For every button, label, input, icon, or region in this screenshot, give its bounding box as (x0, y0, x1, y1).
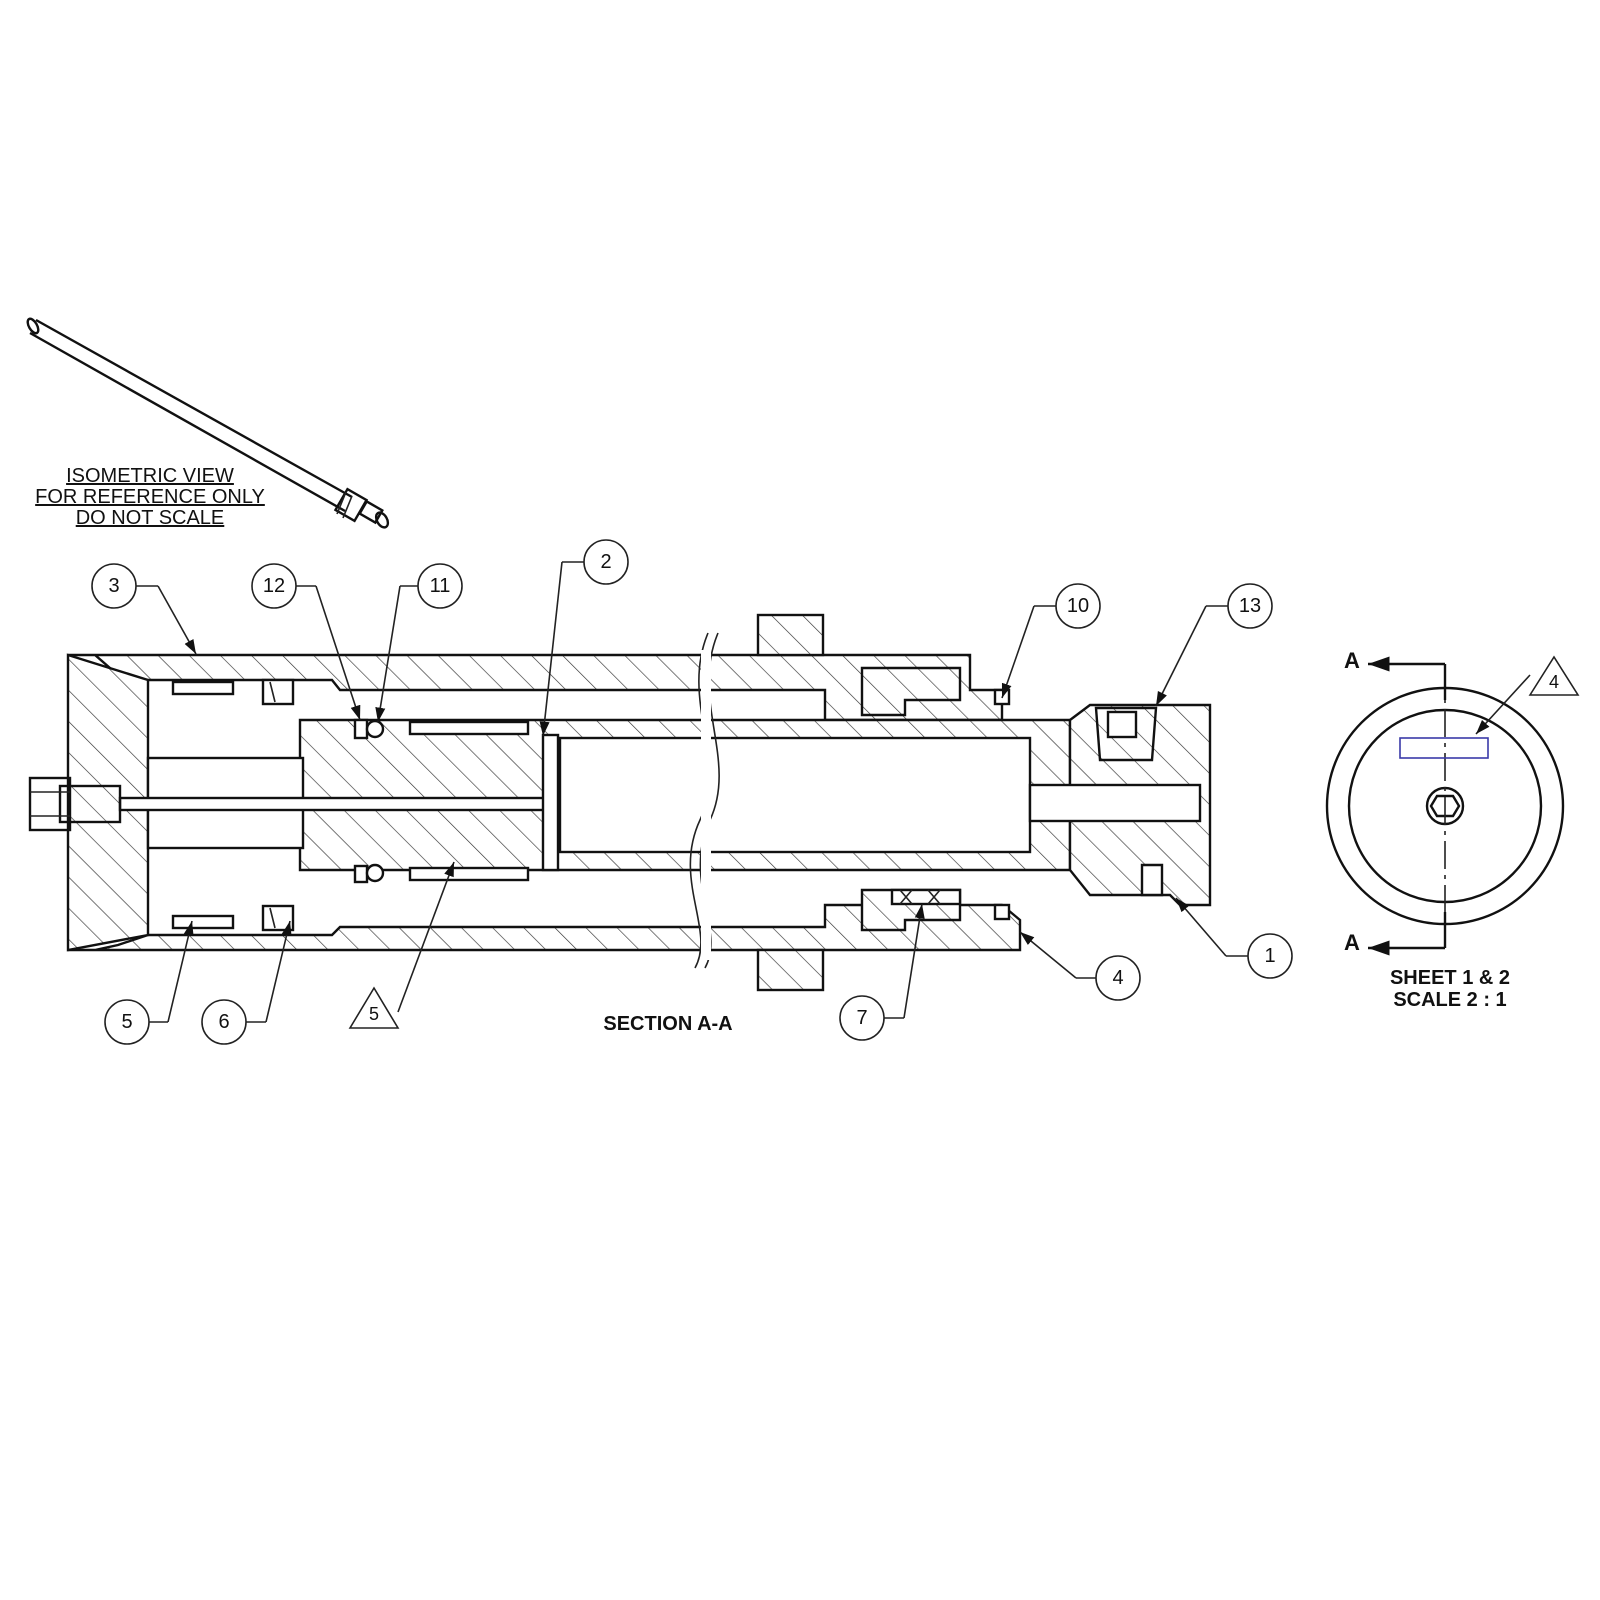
balloon-3-label: 3 (108, 575, 119, 597)
balloon-12[interactable]: 12 (251, 563, 361, 721)
wear-ring-top (171, 680, 235, 696)
hidden-slot-feature (1399, 737, 1489, 759)
balloon-13-label: 13 (1239, 595, 1261, 617)
balloon-11-label: 11 (430, 575, 451, 597)
end-cap (66, 653, 150, 952)
seal-10-groove-lower (993, 903, 1011, 921)
balloon-1[interactable]: 1 (1175, 897, 1293, 979)
thread-relief-bottom (408, 866, 530, 882)
balloon-10[interactable]: 10 (1001, 583, 1101, 699)
balloon-6[interactable]: 6 (201, 920, 292, 1045)
sheet-label: SHEET 1 & 2 (1390, 967, 1510, 989)
iso-note-line-1: ISOMETRIC VIEW (66, 465, 234, 487)
o-ring-11 (365, 719, 385, 739)
section-arrow-bottom-label: A (1344, 930, 1360, 955)
flag-note-4-label: 4 (1549, 672, 1559, 692)
fitting-hex (28, 776, 72, 832)
gland-top (860, 666, 962, 717)
rod-bore (558, 736, 1032, 854)
balloon-10-label: 10 (1067, 595, 1089, 617)
balloon-2-label: 2 (600, 551, 611, 573)
balloon-1-label: 1 (1264, 945, 1275, 967)
shoulder-slot (541, 733, 560, 872)
wear-ring-bottom (171, 914, 235, 930)
break-line-left (689, 632, 710, 969)
backup-ring-12-lower (353, 864, 369, 884)
iso-note-line-3: DO NOT SCALE (76, 507, 225, 529)
fitting-body (58, 784, 122, 824)
balloon-11[interactable]: 11 (375, 563, 463, 723)
backup-ring-12 (353, 718, 369, 740)
port-channel (118, 796, 552, 812)
section-view (28, 613, 1212, 992)
balloon-4[interactable]: 4 (1019, 931, 1141, 1001)
balloon-7-label: 7 (856, 1007, 867, 1029)
balloon-7[interactable]: 7 (839, 903, 925, 1041)
hex-socket-icon (1429, 794, 1461, 818)
barrel-bottom-wall (68, 903, 1022, 952)
balloon-6-label: 6 (218, 1011, 229, 1033)
flag-note-5[interactable]: 5 (348, 861, 455, 1029)
drill-point (1140, 863, 1164, 897)
balloon-13[interactable]: 13 (1155, 583, 1273, 707)
isometric-note: ISOMETRIC VIEW FOR REFERENCE ONLY DO NOT… (35, 465, 265, 529)
section-arrow-top-label: A (1344, 648, 1360, 673)
end-view (1325, 656, 1565, 956)
scale-label: SCALE 2 : 1 (1393, 989, 1506, 1011)
isometric-view (26, 317, 390, 529)
o-ring-11-lower (365, 863, 385, 883)
balloon-2[interactable]: 2 (539, 539, 629, 737)
seal-top (261, 678, 295, 706)
rod-end-port (1028, 783, 1202, 823)
thread-relief-top (408, 720, 530, 736)
trunnion-bottom (756, 948, 825, 992)
iso-note-line-2: FOR REFERENCE ONLY (35, 486, 265, 508)
trunnion-top (756, 613, 825, 657)
balloon-5-label: 5 (121, 1011, 132, 1033)
balloon-3[interactable]: 3 (91, 563, 197, 655)
balloon-5[interactable]: 5 (104, 920, 194, 1045)
section-title: SECTION A-A (603, 1013, 732, 1035)
balloon-4-label: 4 (1112, 967, 1123, 989)
flag-note-4[interactable]: 4 (1475, 655, 1580, 735)
balloon-12-label: 12 (263, 575, 285, 597)
flag-note-5-label: 5 (369, 1004, 379, 1024)
set-screw-socket (1106, 710, 1138, 739)
